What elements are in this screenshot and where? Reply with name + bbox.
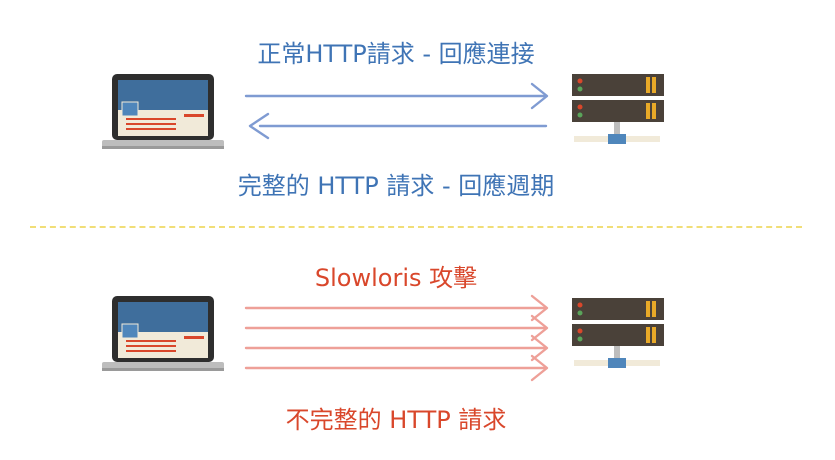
- server-icon: [572, 298, 664, 368]
- normal-connection-title: 正常HTTP請求 - 回應連接: [257, 40, 535, 68]
- laptop-icon: [102, 296, 224, 371]
- server-icon: [572, 74, 664, 144]
- section-divider: [30, 226, 802, 228]
- laptop-icon: [102, 74, 224, 149]
- full-cycle-caption: 完整的 HTTP 請求 - 回應週期: [237, 172, 555, 200]
- incomplete-request-caption: 不完整的 HTTP 請求: [285, 406, 507, 434]
- attack-arrows: [244, 294, 549, 382]
- slowloris-title: Slowloris 攻擊: [314, 264, 478, 292]
